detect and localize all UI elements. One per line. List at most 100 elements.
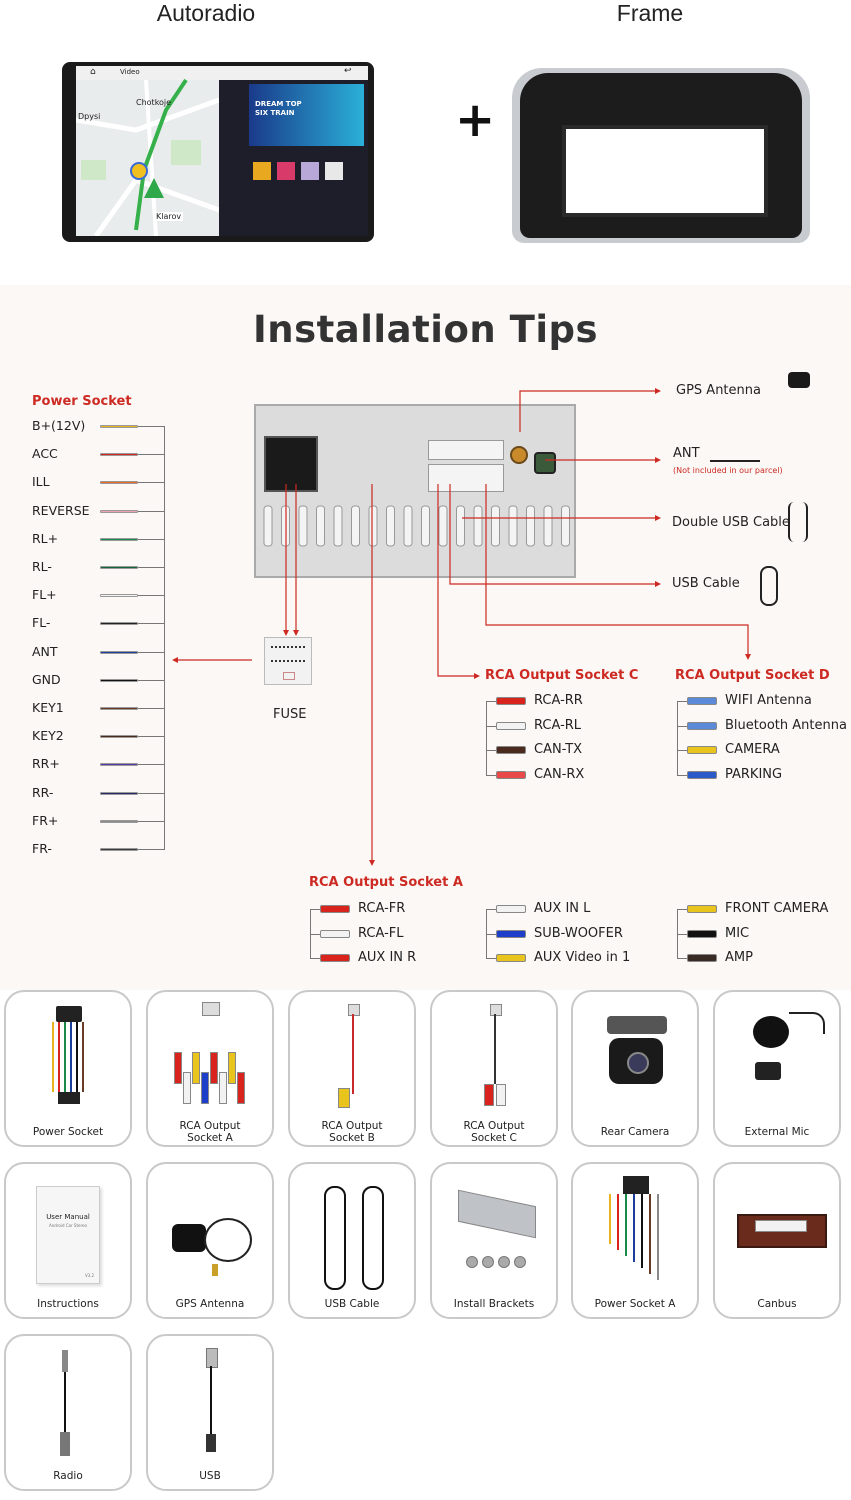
rca-plug <box>228 1052 236 1084</box>
heatsink-fin <box>456 505 465 547</box>
bracket-plate <box>458 1189 536 1239</box>
power-socket-pin-label: FR+ <box>32 812 59 828</box>
rca-a-col3-plug-icon <box>687 929 717 938</box>
fuse-tab <box>283 672 295 680</box>
rca-a-col3-plug-icon <box>687 905 717 913</box>
accessory-label: Power Socket A <box>594 1298 676 1310</box>
power-socket-wire <box>100 848 138 851</box>
frame-title: Frame <box>616 0 684 26</box>
mic-clip <box>755 1062 781 1080</box>
harness-wire <box>494 1014 496 1084</box>
rca-c-plug-icon <box>496 770 526 779</box>
canbus-box <box>737 1214 827 1248</box>
rca-c-label: RCA-RL <box>534 717 582 733</box>
album-row <box>253 162 363 182</box>
accessory-label: Canbus <box>757 1298 797 1310</box>
power-socket-wire <box>100 509 138 513</box>
rca-a-col1-lead <box>310 958 320 959</box>
harness-wire <box>657 1194 659 1280</box>
power-socket-wire <box>100 453 138 457</box>
frame-opening <box>562 125 768 217</box>
harness-wire <box>641 1194 643 1268</box>
mic-head <box>753 1016 789 1048</box>
power-socket-pin-label: FR- <box>32 841 52 856</box>
power-socket-wire-lead <box>138 454 164 456</box>
brackets-icon <box>432 1164 556 1289</box>
ant-note: (Not included in our parcel) <box>673 466 783 475</box>
fuse-label: FUSE <box>273 707 307 722</box>
power-socket-pin-label: REVERSE <box>32 502 90 518</box>
rca-d-lead <box>677 701 687 702</box>
rca-a-col1-label: AUX IN R <box>358 950 417 965</box>
rca-a-col2-label: AUX IN L <box>534 901 591 916</box>
rca-a-col2-lead <box>486 933 496 935</box>
heatsink-fin <box>263 505 273 547</box>
rca-plug <box>210 1052 218 1084</box>
rca-a-col2-lead <box>486 909 496 910</box>
rca-c-bracket <box>486 701 487 775</box>
head-unit-image: ⌂ Video ↩ Chotkoje Dpysi Klarov DREAM TO… <box>62 62 374 242</box>
rca-d-title: RCA Output Socket D <box>675 668 830 683</box>
rca-d-plug-icon <box>687 721 717 730</box>
external-mic-icon <box>715 992 839 1117</box>
harness-wire <box>64 1022 66 1092</box>
power-socket-pin-label: ACC <box>32 446 58 462</box>
accessory-label: Instructions <box>37 1298 99 1310</box>
harness-plug <box>202 1002 220 1016</box>
album-tile <box>253 162 271 180</box>
rca-c-plug-icon <box>496 746 526 754</box>
rca-harness-a-icon <box>148 992 272 1117</box>
power-socket-wire-lead <box>138 567 164 568</box>
rca-a-col3-lead <box>677 933 687 935</box>
harness-wire <box>58 1022 60 1092</box>
power-socket-wire <box>100 566 138 569</box>
power-socket-wire <box>100 650 138 654</box>
heatsink-fin <box>421 505 430 547</box>
heatsink-fin <box>526 505 535 547</box>
power-socket-wire <box>100 622 138 626</box>
power-socket-pin-label: KEY2 <box>32 728 64 744</box>
rca-a-col1-lead <box>310 909 320 910</box>
rca-c-lead <box>486 701 496 702</box>
rca-d-label: WIFI Antenna <box>725 693 812 708</box>
accessory-card: USB Cable <box>288 1162 416 1319</box>
adapter-plug <box>206 1348 218 1368</box>
screw-icon <box>482 1256 494 1268</box>
rca-d-plug-icon <box>687 697 717 705</box>
rca-c-plug-icon <box>496 697 526 705</box>
harness-plug <box>56 1006 82 1022</box>
power-socket-wire-lead <box>138 510 164 512</box>
rca-a-col2-plug-icon <box>496 905 526 913</box>
album-tile <box>325 162 343 180</box>
accessory-card: RCA Output Socket B <box>288 990 416 1147</box>
power-socket-bracket <box>164 426 165 850</box>
heatsink-fin <box>351 505 360 547</box>
heatsink-fin <box>316 505 325 547</box>
rca-d-label: PARKING <box>725 766 783 782</box>
rca-d-plug-icon <box>687 746 717 754</box>
harness-wire <box>70 1022 72 1092</box>
power-socket-pin-label: ILL <box>32 474 50 490</box>
power-socket-wire-lead <box>138 426 164 427</box>
harness-wire <box>649 1194 651 1274</box>
map-label-2: Dpysi <box>78 112 101 121</box>
rca-a-col2-label: SUB-WOOFER <box>534 925 623 941</box>
ant-port <box>534 452 556 474</box>
accessory-label: USB Cable <box>324 1298 380 1310</box>
rca-plug <box>174 1052 182 1084</box>
screen-top-label: Video <box>120 68 140 76</box>
adapter-cable <box>64 1372 66 1432</box>
gps-port <box>510 446 528 464</box>
manual-title: User Manual <box>46 1213 90 1221</box>
accessory-label: USB <box>199 1470 221 1482</box>
power-socket-wire <box>100 594 138 598</box>
gps-antenna-icon <box>148 1164 272 1289</box>
screw-icon <box>466 1256 478 1268</box>
heatsink-fin <box>438 505 448 547</box>
gps-antenna-label: GPS Antenna <box>676 383 761 398</box>
album-tile <box>277 162 295 180</box>
mic-cable <box>789 1012 825 1034</box>
harness-plug <box>58 1092 80 1104</box>
canbus-box-icon <box>715 1164 839 1289</box>
